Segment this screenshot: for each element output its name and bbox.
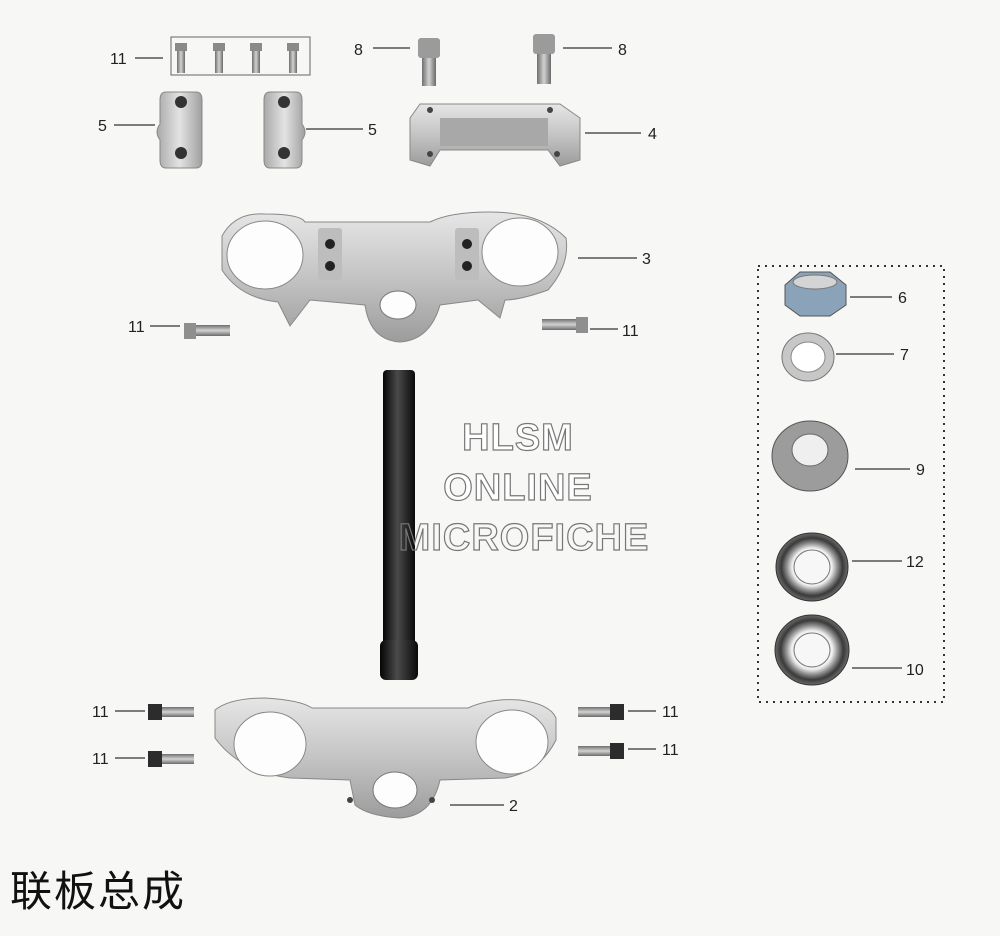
tapered-bearing-12	[775, 532, 849, 602]
callout-3: 3	[642, 251, 651, 268]
diagram-title: 联板总成	[10, 867, 187, 916]
handlebar-clamp-left	[156, 91, 203, 169]
callout-11: 11	[92, 751, 109, 768]
callout-9: 9	[916, 462, 925, 479]
callout-5: 5	[368, 122, 377, 139]
watermark: HLSM ONLINE MICROFICHE	[398, 416, 650, 559]
callout-5: 5	[98, 118, 107, 135]
bolt-11	[213, 43, 225, 73]
callout-4: 4	[648, 126, 657, 143]
bearing-cone-9	[771, 420, 849, 492]
washer-7	[781, 332, 835, 382]
bolt-11-upper-right	[542, 317, 588, 333]
callout-11: 11	[92, 704, 109, 721]
watermark-line-3: MICROFICHE	[399, 517, 650, 559]
bolt-11-lower-left-2	[148, 751, 194, 767]
bolt-11	[287, 43, 299, 73]
callout-11: 11	[662, 742, 679, 759]
bolt-11-upper-left	[184, 323, 230, 339]
lower-triple-clamp	[214, 697, 557, 819]
callout-labels: 11 8 8 5 5 4 3 11 11 6 7 9 12 10 11 11 1…	[92, 42, 925, 815]
bolt-11-lower-right-1	[578, 704, 624, 720]
callout-6: 6	[898, 290, 907, 307]
watermark-line-2: ONLINE	[443, 467, 593, 509]
bolt-8-right	[533, 34, 555, 84]
bolt-11	[175, 43, 187, 73]
bolt-11	[250, 43, 262, 73]
callout-11: 11	[662, 704, 679, 721]
callout-7: 7	[900, 347, 909, 364]
bolt-set-11-top	[170, 36, 311, 76]
bolt-11-lower-left-1	[148, 704, 194, 720]
callout-2: 2	[509, 798, 518, 815]
callout-11: 11	[128, 319, 145, 336]
handlebar-bridge	[409, 103, 581, 167]
steering-stem-tube	[380, 370, 418, 680]
callout-10: 10	[906, 662, 924, 679]
callout-12: 12	[906, 554, 924, 571]
callout-11: 11	[110, 51, 127, 68]
tapered-bearing-10	[774, 614, 850, 686]
callout-8: 8	[618, 42, 627, 59]
callout-11: 11	[622, 323, 639, 340]
upper-triple-clamp	[221, 211, 568, 343]
bearing-kit-box	[757, 265, 945, 703]
bolt-8-left	[418, 38, 440, 86]
handlebar-clamp-right	[263, 91, 306, 169]
watermark-line-1: HLSM	[462, 417, 574, 459]
bolt-11-lower-right-2	[578, 743, 624, 759]
callout-8: 8	[354, 42, 363, 59]
leader-lines	[114, 47, 910, 806]
lock-nut-6	[784, 271, 847, 317]
